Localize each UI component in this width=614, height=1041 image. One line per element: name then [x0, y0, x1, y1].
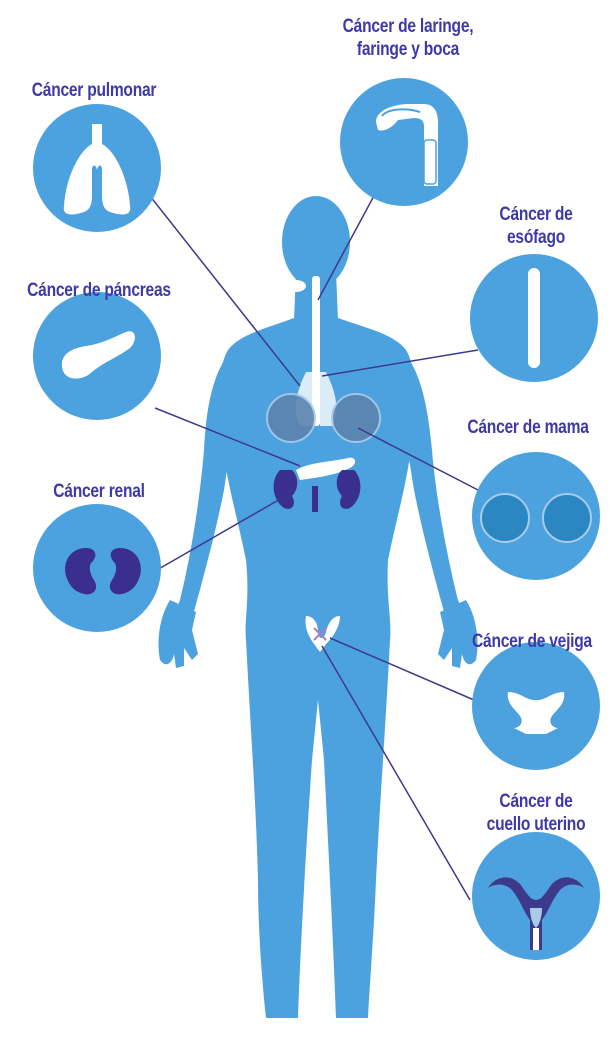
label-esofago-line2: esófago: [479, 226, 594, 249]
circle-cuello: [472, 832, 600, 960]
circle-vejiga: [472, 642, 600, 770]
label-laringe: Cáncer de laringe, faringe y boca: [334, 15, 482, 61]
circle-esofago: [470, 254, 598, 382]
circle-pulmonar: [33, 104, 161, 232]
label-vejiga: Cáncer de vejiga: [458, 630, 606, 653]
label-mama: Cáncer de mama: [454, 416, 602, 439]
esophagus-icon: [528, 268, 540, 368]
label-pulmonar: Cáncer pulmonar: [20, 79, 168, 102]
circle-pancreas: [33, 292, 161, 420]
label-mama-line1: Cáncer de mama: [454, 416, 602, 439]
label-pancreas: Cáncer de páncreas: [13, 279, 185, 302]
label-cuello: Cáncer de cuello uterino: [475, 790, 598, 836]
label-esofago: Cáncer de esófago: [479, 203, 594, 249]
label-vejiga-line1: Cáncer de vejiga: [458, 630, 606, 653]
body-right-breast-icon: [332, 394, 380, 442]
label-pulmonar-line1: Cáncer pulmonar: [20, 79, 168, 102]
label-cuello-line2: cuello uterino: [475, 813, 598, 836]
circle-laringe: [340, 78, 468, 206]
label-renal-line1: Cáncer renal: [38, 480, 161, 503]
label-esofago-line1: Cáncer de: [479, 203, 594, 226]
body-spine-segment: [312, 486, 318, 512]
body-left-breast-icon: [267, 394, 315, 442]
label-laringe-line1: Cáncer de laringe,: [334, 15, 482, 38]
body-mouth-icon: [286, 280, 306, 292]
circle-mama: [472, 452, 600, 580]
circle-renal: [33, 504, 161, 632]
label-laringe-line2: faringe y boca: [334, 38, 482, 61]
label-pancreas-line1: Cáncer de páncreas: [13, 279, 185, 302]
label-cuello-line1: Cáncer de: [475, 790, 598, 813]
label-renal: Cáncer renal: [38, 480, 161, 503]
